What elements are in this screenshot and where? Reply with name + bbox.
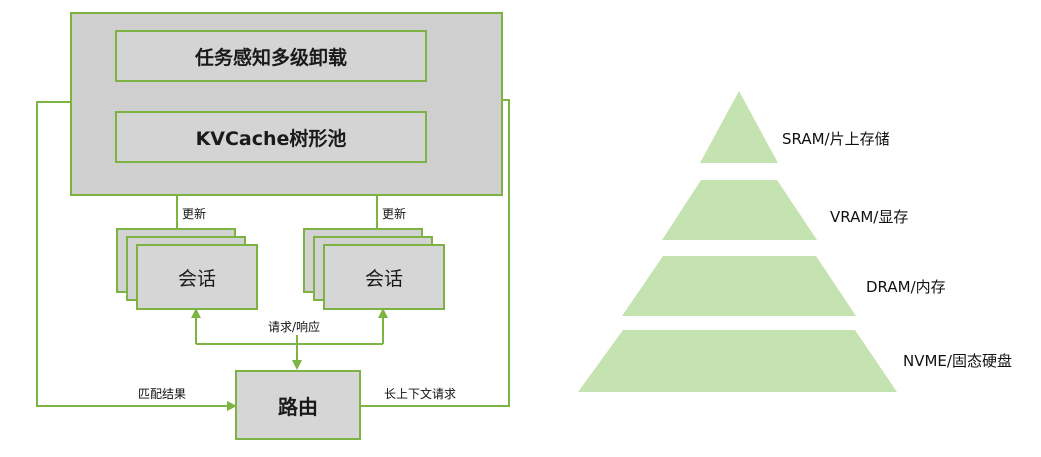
request-response-label: 请求/响应	[266, 318, 323, 335]
tier-label-vram: VRAM/显存	[830, 208, 909, 226]
long-context-request-label: 长上下文请求	[384, 387, 457, 401]
kvcache-pool-box: KVCache树形池	[115, 111, 427, 163]
router-label: 路由	[278, 394, 318, 419]
tier-label-sram: SRAM/片上存储	[782, 130, 890, 148]
task-offload-label: 任务感知多级卸载	[194, 46, 347, 69]
kvcache-pool-label: KVCache树形池	[195, 127, 347, 150]
pyramid-tier-dram	[622, 256, 856, 316]
session-box-left: 会话	[136, 244, 258, 310]
pyramid-tier-vram	[662, 180, 817, 240]
update-label-right: 更新	[382, 207, 407, 221]
session-box-right: 会话	[323, 244, 445, 310]
task-offload-box: 任务感知多级卸载	[115, 30, 427, 82]
session-label-left: 会话	[177, 267, 216, 290]
pyramid-tier-sram	[700, 91, 778, 163]
session-label-right: 会话	[364, 267, 403, 290]
router-box: 路由	[235, 370, 361, 440]
pyramid-tier-nvme	[578, 330, 897, 392]
update-label-left: 更新	[182, 207, 207, 221]
match-result-label: 匹配结果	[138, 387, 187, 401]
tier-label-nvme: NVME/固态硬盘	[903, 352, 1012, 370]
tier-label-dram: DRAM/内存	[866, 278, 946, 296]
